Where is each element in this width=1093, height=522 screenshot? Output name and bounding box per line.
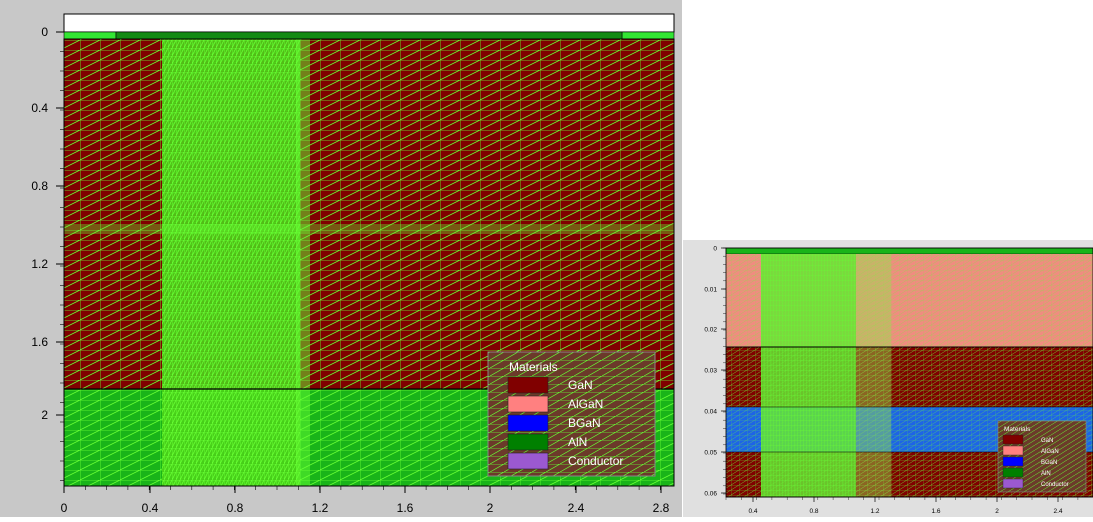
y-tick-label: 0 [713, 246, 717, 253]
legend-swatch-gan [1002, 434, 1024, 445]
legend-swatch-bgan [507, 414, 549, 432]
legend-label-gan: GaN [568, 378, 593, 392]
x-tick-label: 0 [61, 501, 68, 515]
x-tick-label: 0.8 [227, 501, 244, 515]
x-tick-label: 2 [995, 508, 999, 515]
y-tick-label: 0.05 [704, 450, 717, 457]
x-tick-label: 2 [487, 501, 494, 515]
legend-label-bgan: BGaN [568, 416, 601, 430]
source-contact [63, 31, 117, 40]
x-tick-label: 0.4 [142, 501, 159, 515]
x-tick-label: 1.2 [312, 501, 329, 515]
y-tick-label: 0.8 [31, 179, 48, 193]
y-tick-label: 0 [41, 25, 48, 39]
y-tick-label: 0.03 [704, 368, 717, 375]
legend-swatch-gan [507, 376, 549, 394]
x-tick-label: 1.2 [870, 508, 879, 515]
materials-legend-small: Materials GaN AlGaN BGaN AlN Conductor [997, 420, 1087, 493]
drain-contact [621, 31, 675, 40]
fine-mesh-horizontal [64, 224, 674, 234]
y-tick-label: 2 [41, 408, 48, 422]
x-tick-label: 2.4 [1053, 508, 1062, 515]
gate-layer-strip [115, 31, 623, 40]
x-tick-label: 2.8 [653, 501, 670, 515]
x-tick-label: 2.4 [568, 501, 585, 515]
materials-legend: Materials GaN AlGaN BGaN AlN Conductor [487, 351, 656, 477]
legend-title: Materials [509, 360, 558, 374]
x-tick-label: 1.6 [931, 508, 940, 515]
legend-swatch-algan [507, 395, 549, 413]
y-tick-label: 0.02 [704, 327, 717, 334]
y-tick-label: 1.2 [31, 257, 48, 271]
legend-swatch-conductor [1002, 478, 1024, 489]
legend-swatch-aln [1002, 467, 1024, 478]
legend-label-bgan: BGaN [1041, 460, 1057, 466]
right-mesh-structure-panel: 0 0.01 0.02 0.03 0.04 0.05 0.06 0.4 0.8 1.2 1.6 2 2… [683, 240, 1093, 517]
x-tick-label: 1.6 [397, 501, 414, 515]
legend-label-aln: AlN [568, 435, 587, 449]
y-tick-label: 1.6 [31, 335, 48, 349]
air-region [63, 13, 675, 33]
left-mesh-structure-panel: 0 0.4 0.8 1.2 1.6 2 0 0.4 0.8 1.2 1.6 2 2.4 2.8 Mate… [0, 0, 682, 517]
y-tick-label: 0.06 [704, 491, 717, 498]
x-tick-label: 0.4 [748, 508, 757, 515]
y-tick-label: 0.4 [31, 101, 48, 115]
legend-swatch-aln [507, 433, 549, 451]
legend-title-small: Materials [1004, 426, 1031, 433]
legend-swatch-bgan [1002, 456, 1024, 467]
legend-swatch-conductor [507, 452, 549, 470]
y-tick-label: 0.01 [704, 287, 717, 294]
legend-label-aln: AlN [1041, 471, 1051, 477]
y-tick-label: 0.04 [704, 409, 717, 416]
x-tick-label: 0.8 [809, 508, 818, 515]
legend-label-algan: AlGaN [1041, 449, 1059, 455]
legend-label-conductor: Conductor [1041, 482, 1069, 488]
legend-swatch-algan [1002, 445, 1024, 456]
legend-label-gan: GaN [1041, 438, 1053, 444]
legend-label-algan: AlGaN [568, 397, 603, 411]
legend-label-conductor: Conductor [568, 454, 623, 468]
